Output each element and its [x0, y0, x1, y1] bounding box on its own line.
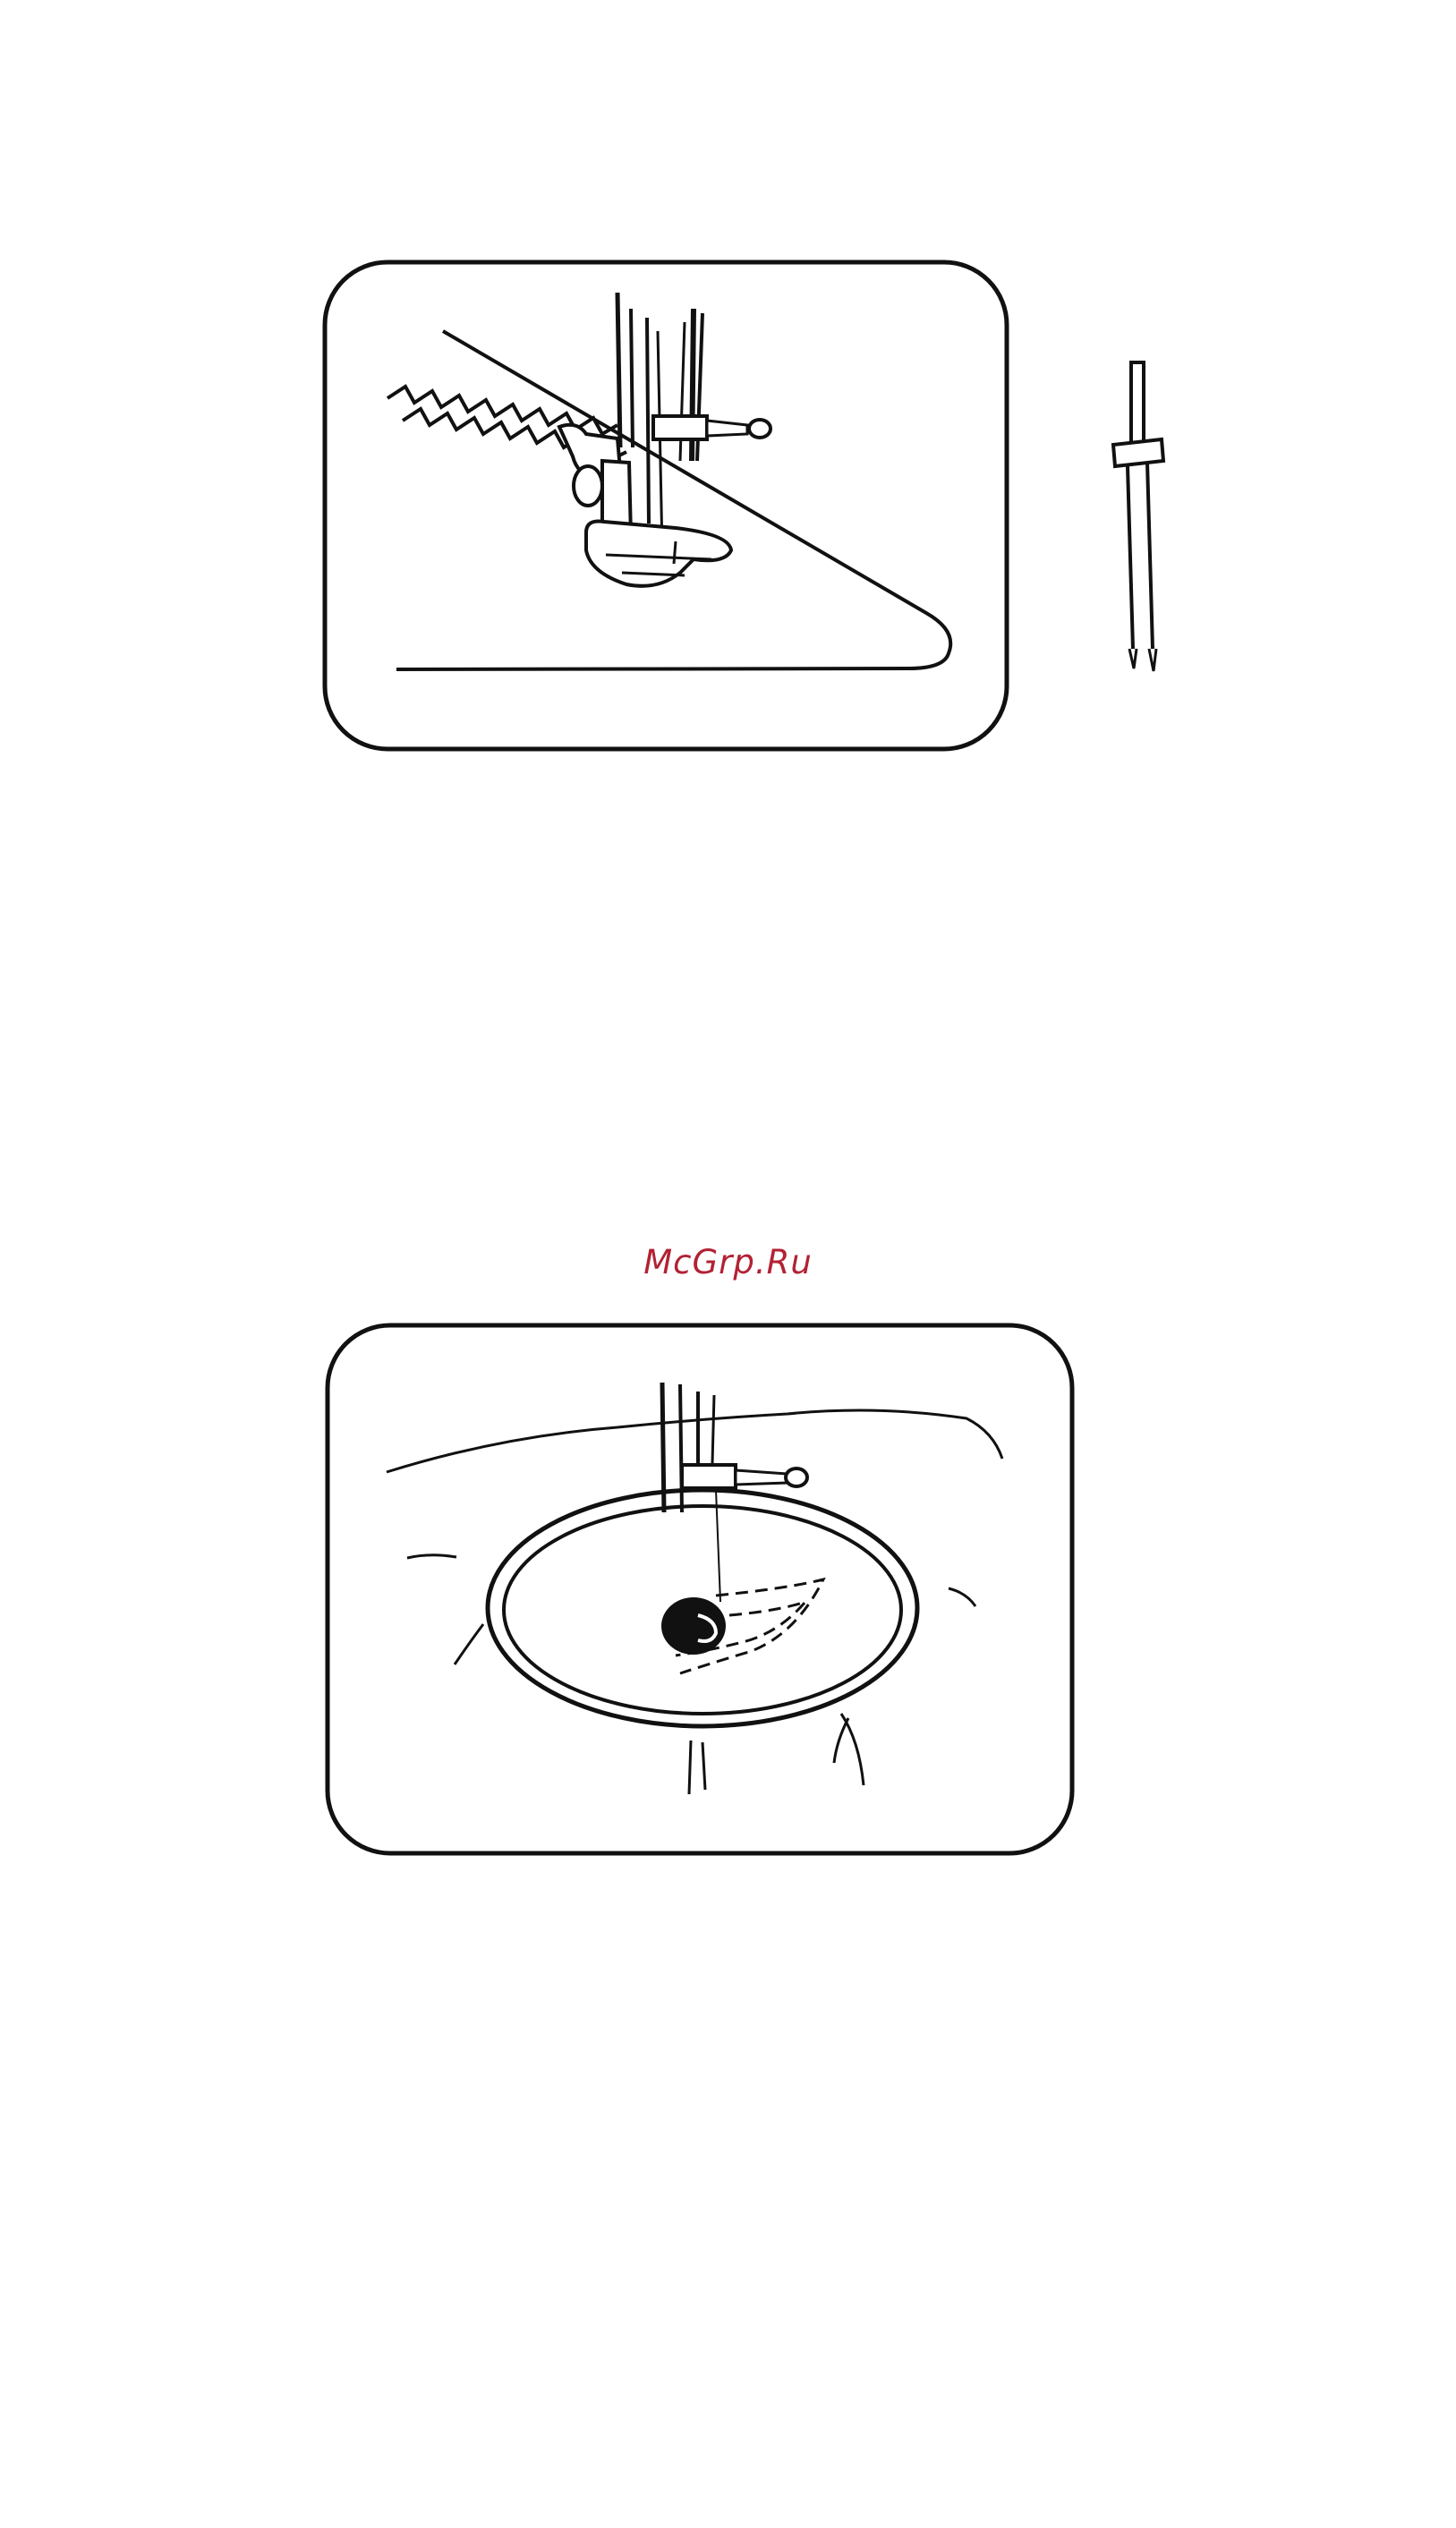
presser-foot-icon	[318, 255, 1016, 756]
twin-needle-icon	[1101, 353, 1181, 685]
twin-needle-figure	[1101, 353, 1181, 685]
watermark-text: McGrp.Ru	[0, 1243, 1456, 1281]
embroidery-hoop-figure	[322, 1320, 1092, 1861]
twin-needle-sewing-figure	[318, 255, 1016, 756]
embroidery-hoop-icon	[322, 1320, 1092, 1861]
